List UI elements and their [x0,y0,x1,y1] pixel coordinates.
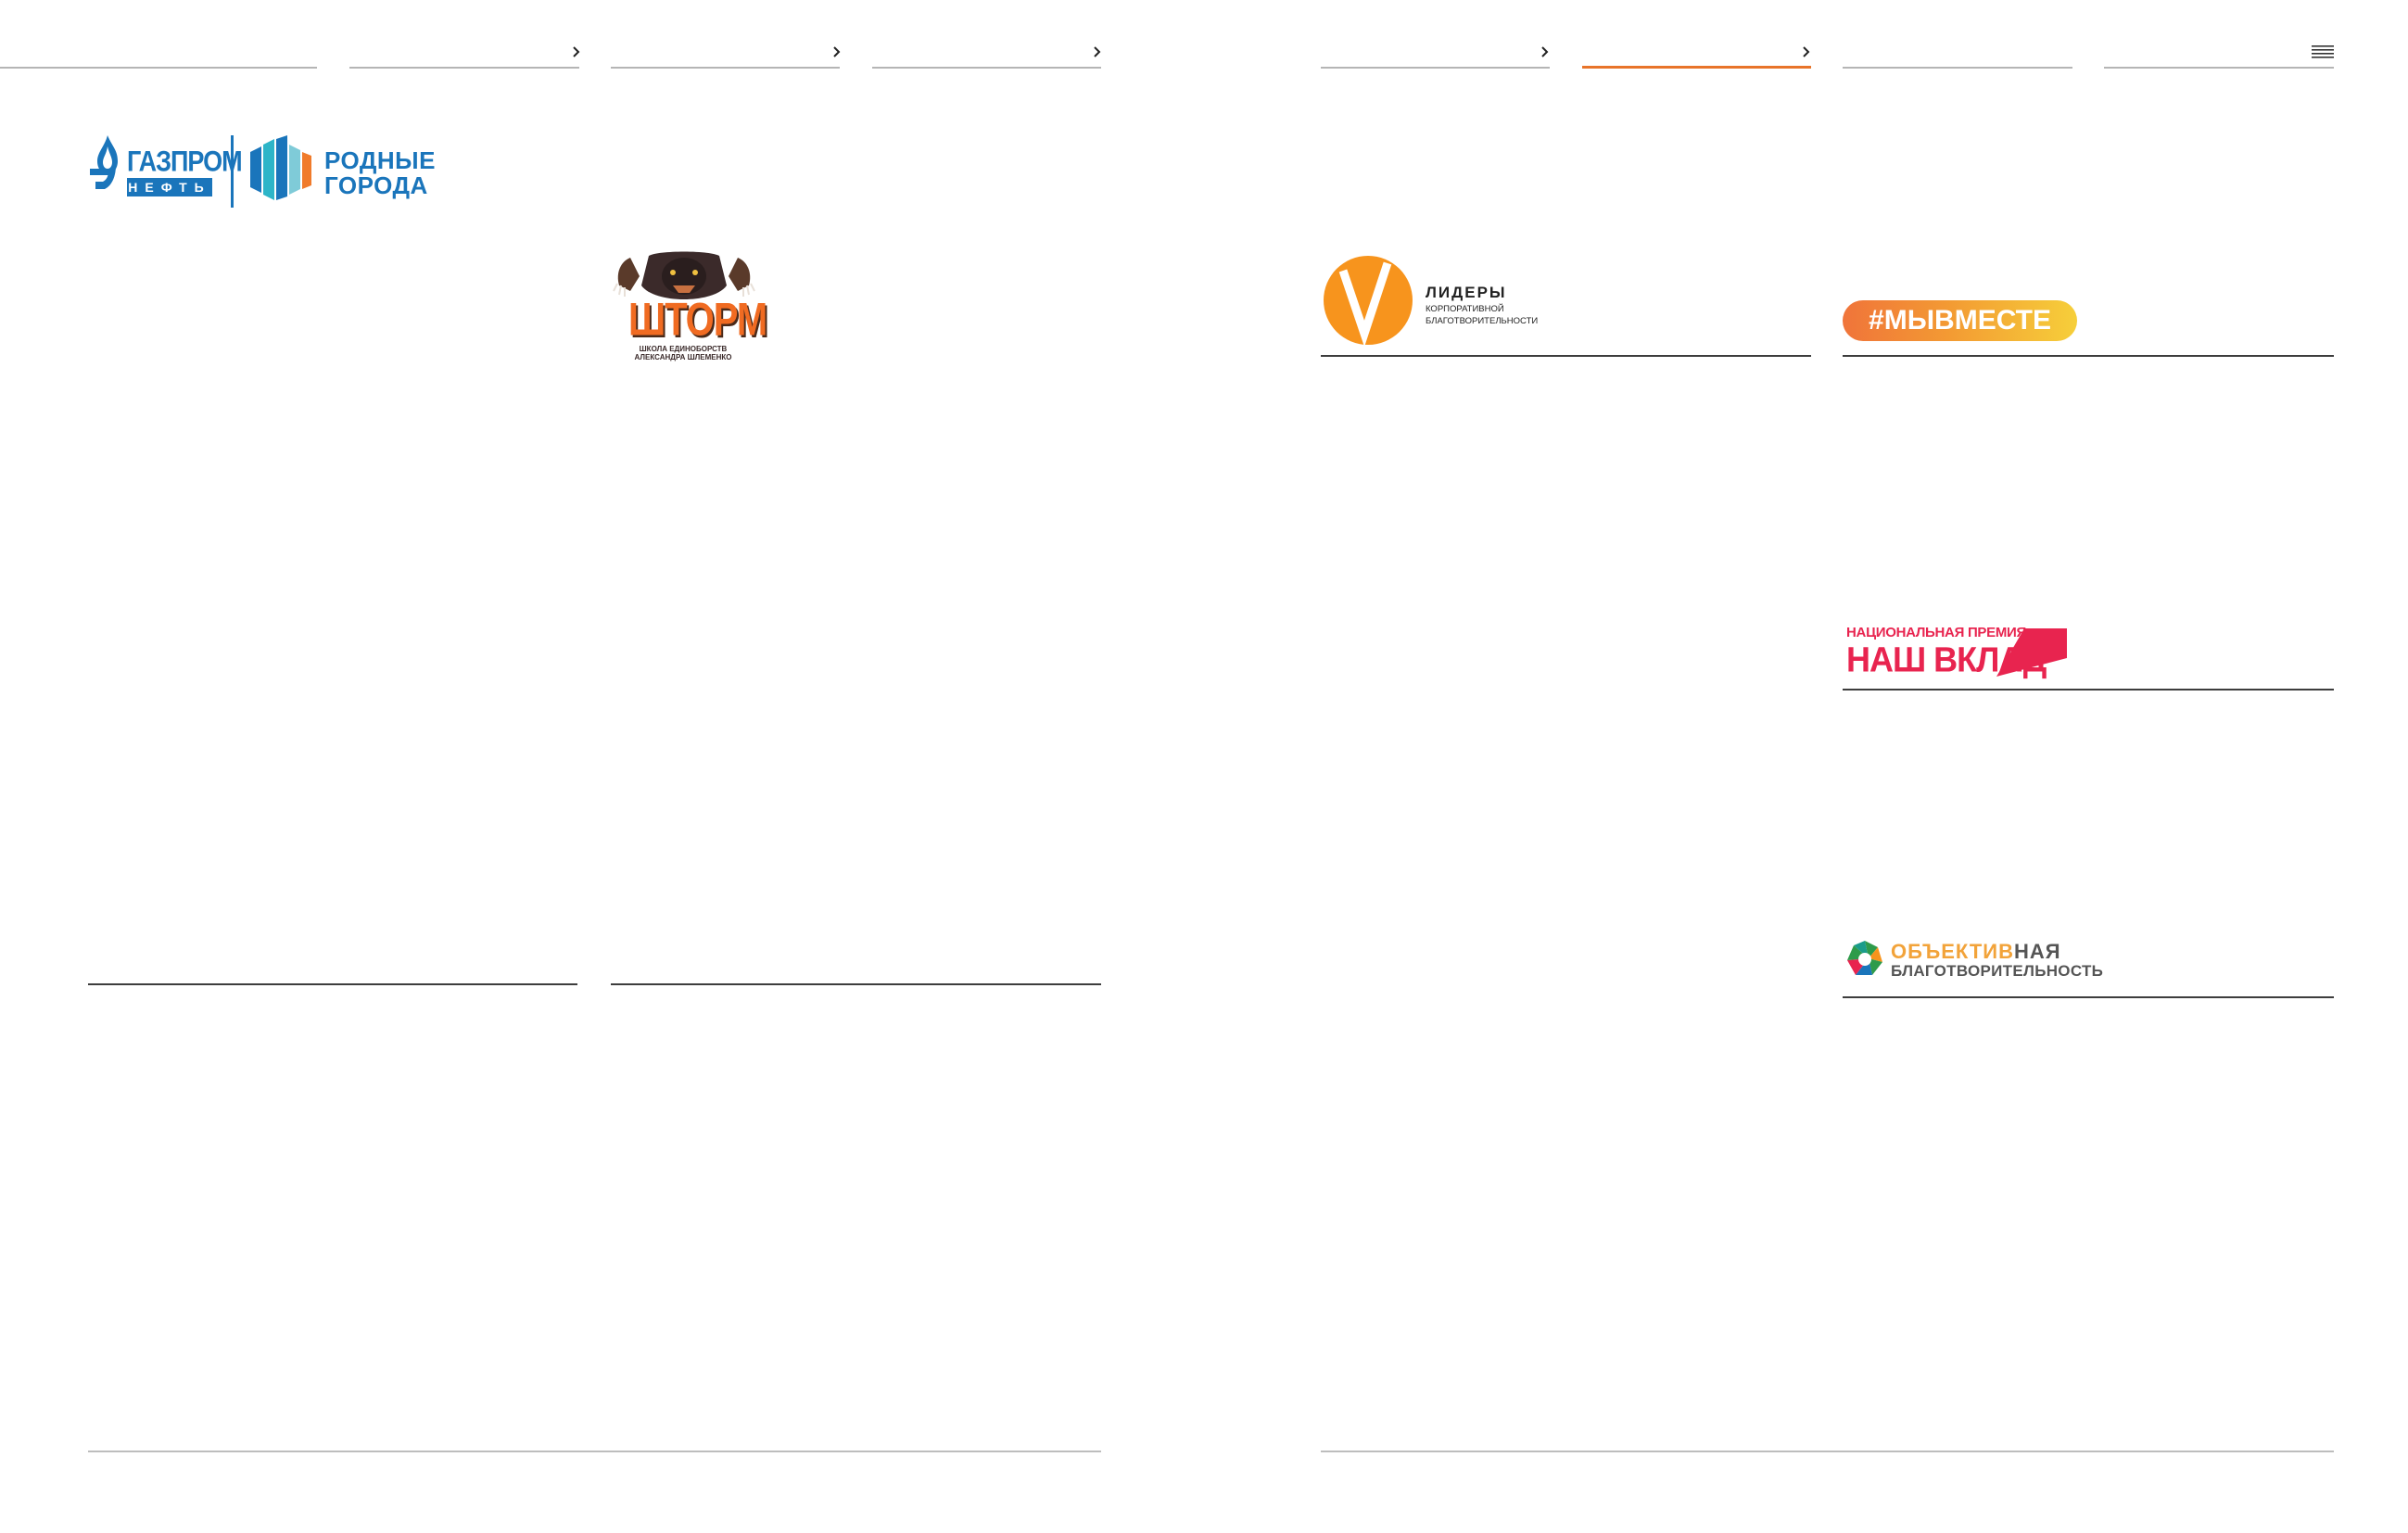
tab-line-left-1[interactable] [0,67,317,69]
rodnye-goroda-buildings-icon [250,135,311,200]
bear-mascot-icon [613,251,755,299]
rodnye-goroda-logo: РОДНЫЕ ГОРОДА [250,135,435,205]
lidery-logo: ЛИДЕРЫ КОРПОРАТИВНОЙ БЛАГОТВОРИТЕЛЬНОСТИ [1321,250,1538,348]
rodnye-label: РОДНЫЕ [324,146,436,174]
chevron-right-icon[interactable] [828,43,846,61]
obektiv-part: ОБЪЕКТИВ [1891,940,2015,963]
shtorm-logo: ШТОРМ ШКОЛА ЕДИНОБОРСТВ АЛЕКСАНДРА ШЛЕМЕ… [608,248,767,361]
nash-vklad-top: НАЦИОНАЛЬНАЯ ПРЕМИЯ [1846,625,2026,640]
tab-line-left-3[interactable] [611,67,840,69]
neft-label: НЕФТЬ [127,178,212,196]
divider [1321,355,1811,357]
gazprom-flame-icon [90,135,118,189]
shtorm-sub1: ШКОЛА ЕДИНОБОРСТВ [639,345,728,353]
aperture-icon [1847,941,1882,975]
footer-rule [88,1451,1101,1452]
naya-part: НАЯ [2014,940,2061,963]
gazprom-neft-logo: ГАЗПРОМ НЕФТЬ [88,130,243,204]
tab-line-right-1[interactable] [1321,67,1550,69]
lidery-sub1: КОРПОРАТИВНОЙ [1426,304,1504,314]
divider [1843,689,2334,690]
lidery-sub2: БЛАГОТВОРИТЕЛЬНОСТИ [1426,316,1539,326]
divider [1843,355,2334,357]
obektivnaya-logo: ОБЪЕКТИВНАЯ БЛАГОТВОРИТЕЛЬНОСТЬ [1846,938,2124,982]
logo-divider [231,135,234,208]
chevron-right-icon[interactable] [1536,43,1554,61]
shtorm-sub2: АЛЕКСАНДРА ШЛЕМЕНКО [634,353,732,361]
tab-line-right-2-active[interactable] [1582,66,1811,69]
lidery-title: ЛИДЕРЫ [1426,284,1507,301]
nash-vklad-logo: НАЦИОНАЛЬНАЯ ПРЕМИЯ НАШ ВКЛАД [1846,625,2069,679]
chevron-right-icon[interactable] [567,43,586,61]
tab-line-right-4[interactable] [2104,67,2334,69]
tab-line-left-4[interactable] [872,67,1101,69]
chevron-right-icon[interactable] [1797,43,1816,61]
shtorm-word: ШТОРМ [628,294,767,346]
obektivnaya-sub: БЛАГОТВОРИТЕЛЬНОСТЬ [1891,962,2104,980]
menu-icon[interactable] [2312,43,2334,63]
nash-vklad-flag-icon [1996,628,2067,677]
obektivnaya-title: ОБЪЕКТИВНАЯ [1891,940,2061,964]
goroda-label: ГОРОДА [324,171,428,199]
lidery-checkmark-icon [1324,256,1413,347]
tab-line-left-2[interactable] [349,67,579,69]
gazprom-word: ГАЗПРОМ [127,145,243,178]
chevron-right-icon[interactable] [1088,43,1107,61]
my-vmeste-logo: #МЫВМЕСТЕ [1843,300,2077,341]
footer-rule [1321,1451,2334,1452]
tab-line-right-3[interactable] [1843,67,2072,69]
divider [611,983,1101,985]
divider [88,983,577,985]
divider [1843,996,2334,998]
